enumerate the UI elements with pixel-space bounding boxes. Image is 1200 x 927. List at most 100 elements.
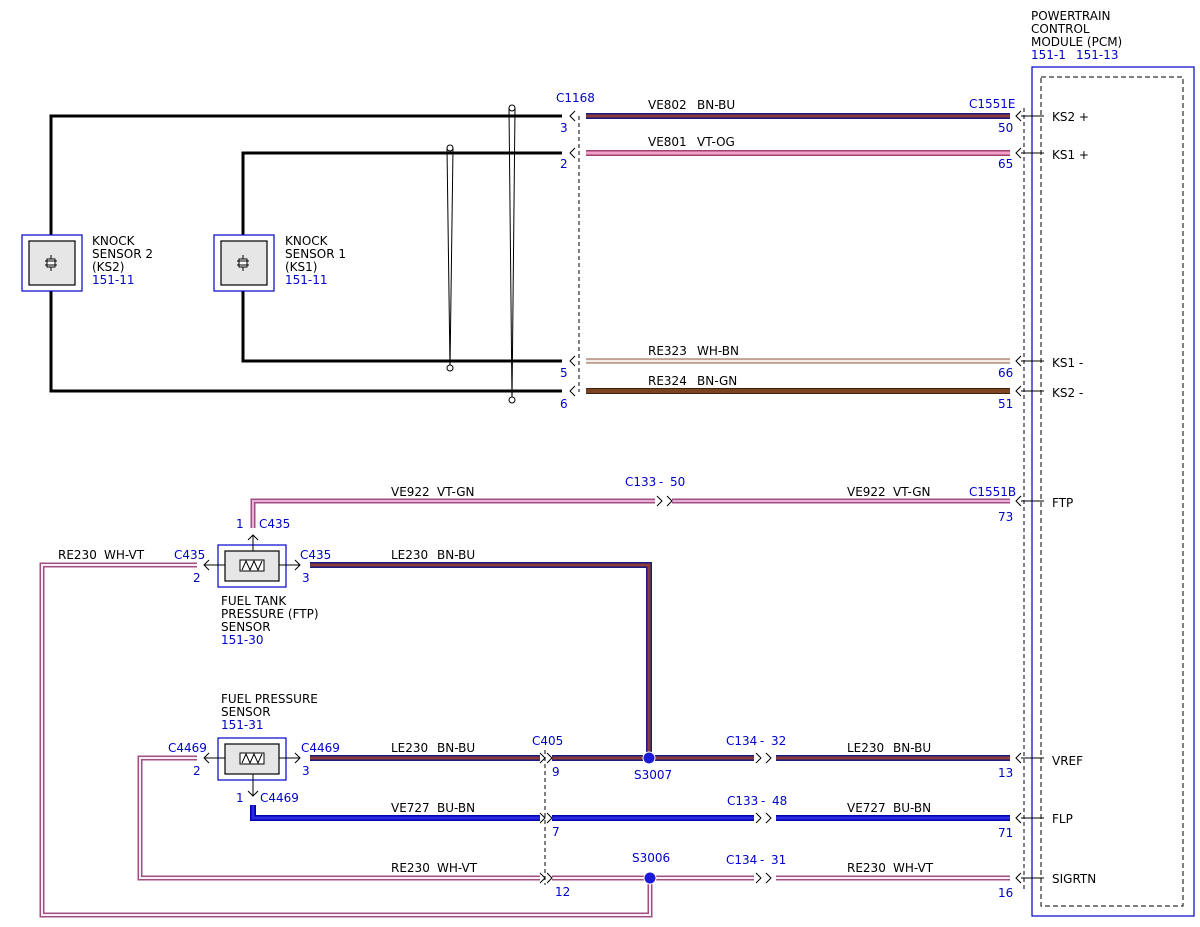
re230-ftp-wire[interactable] xyxy=(39,562,653,918)
pcm-pin-arrows-bottom xyxy=(1015,752,1044,884)
c133-48-label-name[interactable]: C133 xyxy=(727,794,758,808)
ve727-wire[interactable] xyxy=(250,805,1010,821)
ks2-label-line-1: KNOCK xyxy=(92,234,136,248)
ks2-return-wire[interactable] xyxy=(49,290,562,393)
ks1-return-wire[interactable] xyxy=(241,290,562,363)
pcm-pin-ks2-plus: KS2 + xyxy=(1052,110,1089,124)
pcm-pin-ks2-minus: KS2 - xyxy=(1052,386,1083,400)
fuel-pressure-sensor[interactable]: FUEL PRESSURE SENSOR 151-31 xyxy=(217,692,318,781)
s3006-label[interactable]: S3006 xyxy=(632,851,670,865)
re323-color: WH-BN xyxy=(697,344,739,358)
ks2-ref-link[interactable]: 151-11 xyxy=(92,273,135,287)
ve922-b-color: VT-GN xyxy=(893,485,930,499)
pcm-title-line-3: MODULE (PCM) xyxy=(1031,35,1122,49)
pcm-pin-71: 71 xyxy=(998,826,1013,840)
ftp-sensor-icon xyxy=(239,559,265,572)
pcm-arrow-16 xyxy=(1015,872,1022,884)
pcm-arrow-73 xyxy=(1015,495,1022,507)
pcm-ref-2[interactable]: 151-13 xyxy=(1076,48,1119,62)
c1168-arrow-5 xyxy=(569,355,576,367)
ftp-pin-1: 1 xyxy=(236,517,244,531)
c134-31-connector xyxy=(755,872,772,884)
ks1-signal-wire[interactable] xyxy=(241,151,562,238)
ks2-signal-wire[interactable] xyxy=(49,114,562,238)
c1551e-label[interactable]: C1551E xyxy=(969,97,1016,111)
c4469-right-label[interactable]: C4469 xyxy=(301,741,340,755)
pcm-pin-51: 51 xyxy=(998,397,1013,411)
ks2-twist-bottom xyxy=(508,396,516,404)
ks1-twist-top xyxy=(446,144,454,152)
re324-color: BN-GN xyxy=(697,374,737,388)
pcm-arrow-71 xyxy=(1015,812,1022,824)
ks2-label-line-2: SENSOR 2 xyxy=(92,247,153,261)
c435-left-label[interactable]: C435 xyxy=(174,548,205,562)
c134-32-label-dash: - xyxy=(760,734,764,748)
c1168-arrow-2 xyxy=(569,147,576,159)
s3006-splice[interactable] xyxy=(643,871,657,885)
ve801-color: VT-OG xyxy=(697,135,735,149)
c1168-label[interactable]: C1168 xyxy=(556,91,595,105)
ftp-arrow-1 xyxy=(247,534,259,541)
s3007-splice[interactable] xyxy=(642,751,656,765)
ve922-a-color: VT-GN xyxy=(437,485,474,499)
c405-pin-7: 7 xyxy=(552,825,560,839)
pcm-title-line-1: POWERTRAIN xyxy=(1031,9,1111,23)
fps-pin-3: 3 xyxy=(302,764,310,778)
ks1-ref-link[interactable]: 151-11 xyxy=(285,273,328,287)
ks2-label-line-3: (KS2) xyxy=(92,260,124,274)
c435-top-label[interactable]: C435 xyxy=(259,517,290,531)
c133-48-label-pin: 48 xyxy=(772,794,787,808)
c1551b-label[interactable]: C1551B xyxy=(969,485,1016,499)
fps-sensor-icon xyxy=(239,752,265,765)
pcm-pin-16: 16 xyxy=(998,886,1013,900)
ftp-label-line-3: SENSOR xyxy=(221,620,271,634)
s3007-label[interactable]: S3007 xyxy=(634,768,672,782)
c4469-left-label[interactable]: C4469 xyxy=(168,741,207,755)
pcm-inner-outline xyxy=(1040,76,1184,907)
re230-a-circuit: RE230 xyxy=(391,861,430,875)
le230-mid-circuit: LE230 xyxy=(391,741,428,755)
fps-ref-link[interactable]: 151-31 xyxy=(221,718,264,732)
c134-32-label-pin: 32 xyxy=(771,734,786,748)
c1168-arrow-6 xyxy=(569,385,576,397)
ve922-b-circuit: VE922 xyxy=(847,485,886,499)
pcm-arrow-50 xyxy=(1015,110,1022,122)
ftp-sensor[interactable]: FUEL TANK PRESSURE (FTP) SENSOR 151-30 xyxy=(217,544,319,647)
pcm-ref-1[interactable]: 151-1 xyxy=(1031,48,1066,62)
ks2-piezo-icon xyxy=(45,255,57,271)
ve727-b-color: BU-BN xyxy=(893,801,931,815)
pcm-pin-sigrtn: SIGRTN xyxy=(1052,872,1096,886)
ks1-twist-bottom xyxy=(446,364,454,372)
knock-sensor-1[interactable]: KNOCK SENSOR 1 (KS1) 151-11 xyxy=(213,234,346,292)
pcm-pin-ks1-minus: KS1 - xyxy=(1052,356,1083,370)
fps-arrow-3 xyxy=(294,752,301,764)
c405-connector xyxy=(539,752,553,884)
ftp-ref-link[interactable]: 151-30 xyxy=(221,633,264,647)
ftp-label-line-1: FUEL TANK xyxy=(221,594,287,608)
pcm-arrow-13 xyxy=(1015,752,1022,764)
re323-circuit: RE323 xyxy=(648,344,687,358)
c134-32-connector xyxy=(755,752,772,764)
pcm-pin-arrows-top xyxy=(1015,110,1044,397)
ve727-a-color: BU-BN xyxy=(437,801,475,815)
le230-top-circuit: LE230 xyxy=(391,548,428,562)
ve922-wire[interactable] xyxy=(250,498,1010,528)
le230-top-color: BN-BU xyxy=(437,548,475,562)
c405-pin-9: 9 xyxy=(552,765,560,779)
fps-pin-1: 1 xyxy=(236,791,244,805)
c133-48-label-dash: - xyxy=(761,794,765,808)
c4469-bottom-label[interactable]: C4469 xyxy=(260,791,299,805)
le230-ftp-wire[interactable] xyxy=(310,562,652,758)
le230-right-color: BN-BU xyxy=(893,741,931,755)
c134-32-label-name[interactable]: C134 xyxy=(726,734,757,748)
fps-arrow-1 xyxy=(247,790,259,797)
pcm-pin-50: 50 xyxy=(998,121,1013,135)
ve801-circuit: VE801 xyxy=(648,135,687,149)
knock-sensor-2[interactable]: KNOCK SENSOR 2 (KS2) 151-11 xyxy=(21,234,153,292)
c134-31-label-name[interactable]: C134 xyxy=(726,853,757,867)
c435-right-label[interactable]: C435 xyxy=(300,548,331,562)
c405-label[interactable]: C405 xyxy=(532,734,563,748)
le230-mid-color: BN-BU xyxy=(437,741,475,755)
ks1-label-line-2: SENSOR 1 xyxy=(285,247,346,261)
c133-50-label-name[interactable]: C133 xyxy=(625,475,656,489)
